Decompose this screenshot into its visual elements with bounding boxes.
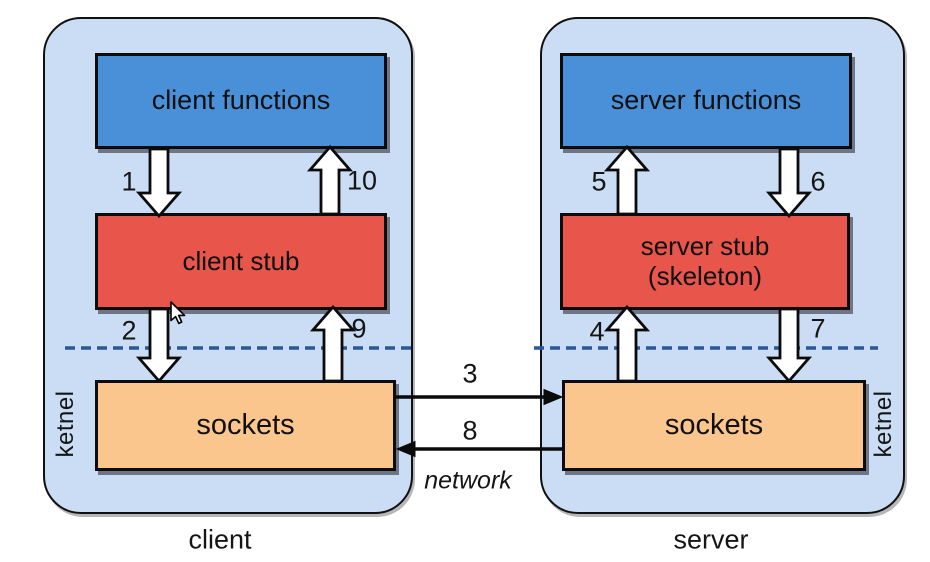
server-stub-label-line1: server stub <box>640 230 770 261</box>
client-sockets-label: sockets <box>196 408 295 441</box>
client-sockets-box: sockets <box>95 380 396 471</box>
server-functions-label: server functions <box>610 85 802 116</box>
client-functions-label: client functions <box>151 85 331 116</box>
step-label-5: 5 <box>591 166 607 197</box>
step-label-1: 1 <box>121 166 137 197</box>
client-functions-box: client functions <box>95 53 387 149</box>
client-stub-label: client stub <box>182 245 300 276</box>
step-label-2: 2 <box>121 315 137 346</box>
step-label-4: 4 <box>589 316 605 347</box>
server-stub-label-line2: (skeleton) <box>647 260 763 291</box>
step-label-9: 9 <box>351 313 367 344</box>
server-kernel-label: ketnel <box>870 390 897 458</box>
network-label: network <box>424 466 512 495</box>
step-label-10: 10 <box>346 165 378 196</box>
server-panel-label: server <box>673 524 749 555</box>
server-functions-box: server functions <box>560 53 852 149</box>
step-label-8: 8 <box>462 415 478 446</box>
step-label-6: 6 <box>810 166 826 197</box>
server-sockets-box: sockets <box>562 380 866 471</box>
step-label-7: 7 <box>810 313 826 344</box>
client-stub-box: client stub <box>95 213 387 310</box>
step-label-3: 3 <box>462 358 478 389</box>
client-kernel-label: ketnel <box>52 390 79 458</box>
server-stub-box: server stub (skeleton) <box>560 213 850 310</box>
server-sockets-label: sockets <box>664 408 764 441</box>
client-panel-label: client <box>188 524 252 555</box>
